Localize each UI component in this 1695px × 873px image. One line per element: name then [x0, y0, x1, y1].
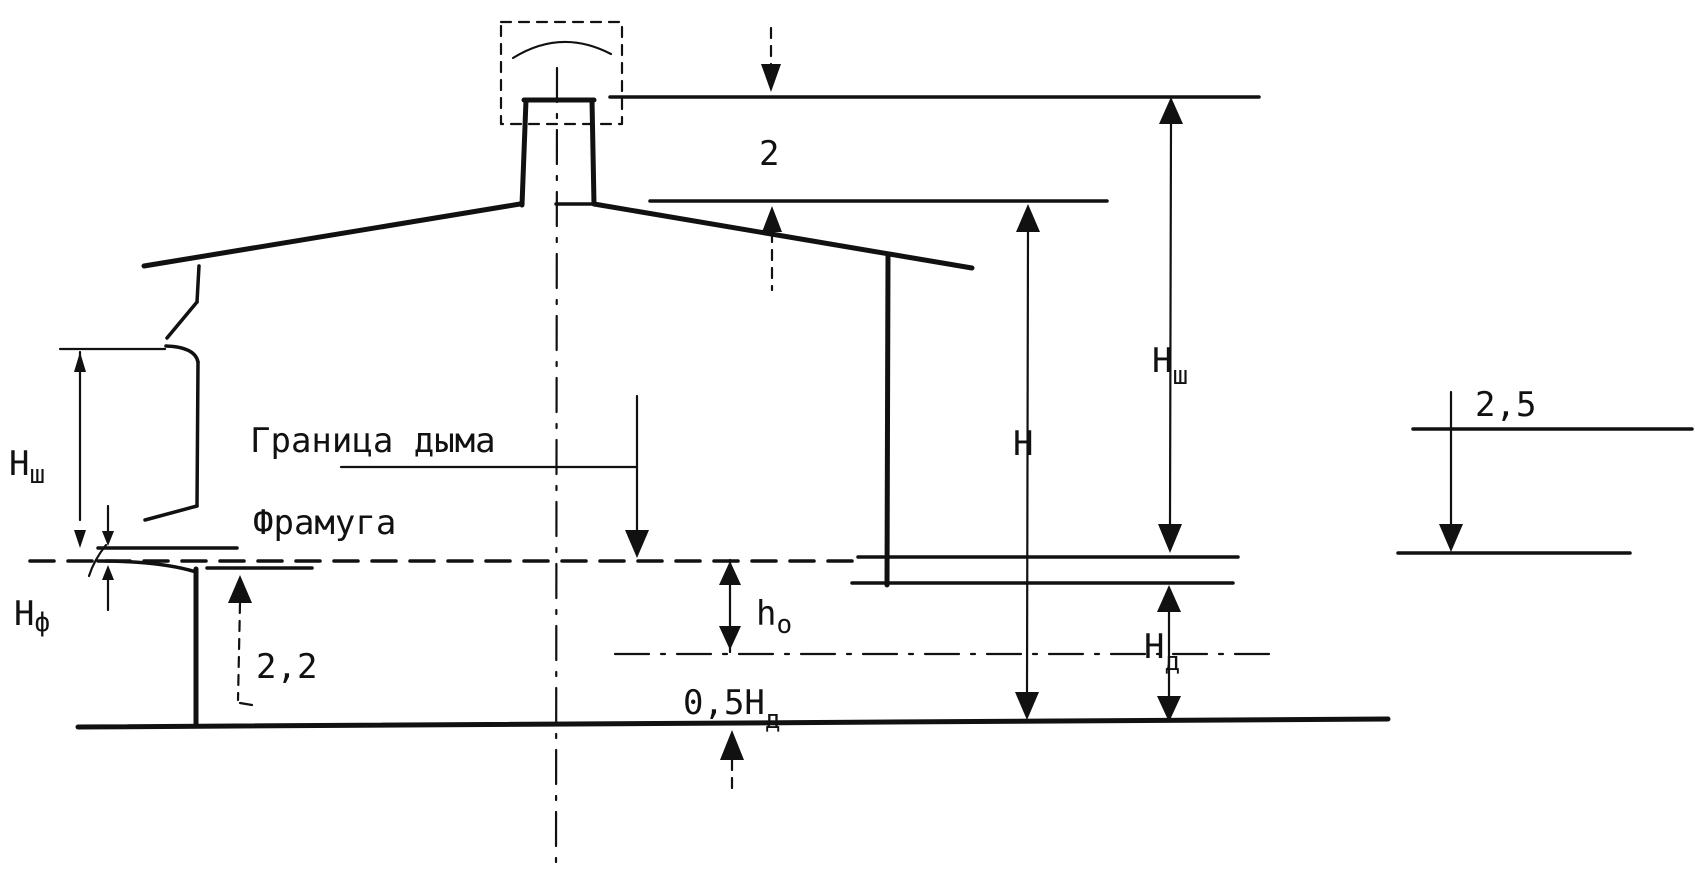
door-value-arrow-shaft	[236, 601, 242, 702]
transom-height-arrow-bottom	[102, 565, 114, 580]
right-offset-arrow-head	[1439, 524, 1463, 552]
chimney-height-arrow-top	[1159, 97, 1183, 124]
top-gap-arrow-head	[761, 64, 781, 92]
transom-height-arrow-top	[102, 531, 114, 546]
right-wall	[884, 253, 891, 588]
door-height-arrow-top	[1157, 585, 1181, 612]
door-value-arrow-head	[228, 575, 252, 603]
roof-ridge-height-label: Hш	[1152, 341, 1188, 391]
center-axis-line	[554, 66, 559, 872]
smoke-boundary-arrow-head	[625, 530, 649, 558]
left-height-label: Hш	[9, 444, 45, 490]
half-door-label: 0,5Hд	[683, 683, 781, 735]
room-height-arrow-bottom	[1015, 692, 1039, 720]
smoke-layer-label: ho	[756, 594, 792, 640]
chimney-height-label: H	[1013, 424, 1033, 464]
smoke-boundary-label: Граница дыма	[250, 421, 496, 461]
left-height-arrow-top	[74, 352, 86, 372]
door-value-label: 2,2	[256, 647, 317, 687]
left-height-arrow-bottom	[74, 530, 86, 548]
chimney-cap	[499, 20, 624, 126]
half-door-arrow-head	[720, 730, 744, 760]
chimney-shaft	[519, 97, 597, 208]
transom-height-label: Hф	[14, 594, 50, 638]
roof-left-slope	[141, 201, 523, 269]
door-height-arrow-bottom	[1157, 696, 1181, 722]
chimney-height-dim-line	[1168, 118, 1173, 527]
door-height-label: Hд	[1144, 627, 1180, 677]
ridge-arrow-head	[762, 206, 782, 232]
smoke-layer-arrow-top	[719, 561, 741, 585]
chimney-height-arrow-bottom	[1158, 524, 1182, 553]
right-gap-label: 2,5	[1475, 385, 1536, 425]
top-gap-label: 2	[759, 134, 779, 174]
room-height-arrow-top	[1016, 204, 1040, 232]
roof-right-slope	[591, 201, 975, 271]
door-value-arrow-tail	[238, 701, 254, 707]
left-wall	[143, 264, 201, 729]
smoke-layer-arrow-bottom	[719, 626, 741, 650]
room-height-dim-line	[1025, 224, 1030, 694]
transom-label: Фрамуга	[253, 503, 396, 543]
